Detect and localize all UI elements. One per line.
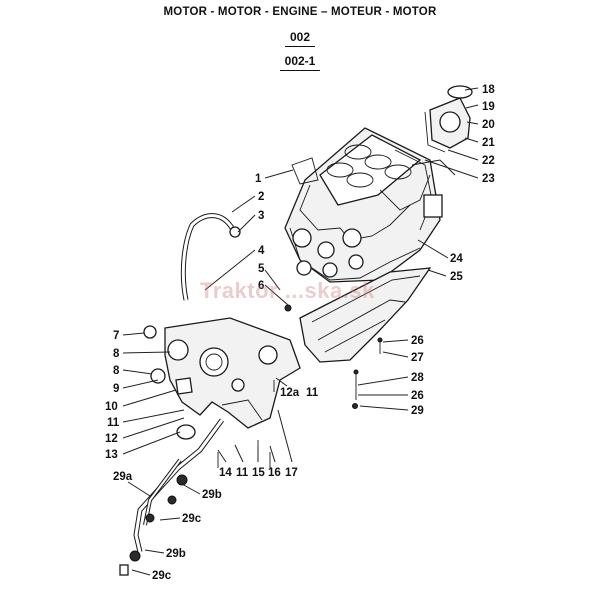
callout-10: 10 bbox=[105, 401, 118, 413]
callout-19: 19 bbox=[482, 101, 495, 113]
callout-8-lower: 8 bbox=[113, 365, 120, 377]
leader-lines bbox=[122, 87, 479, 576]
callout-29b-upper: 29b bbox=[202, 489, 222, 501]
subsection-code: 002-1 bbox=[284, 54, 316, 68]
callout-11-bottom: 11 bbox=[236, 467, 249, 479]
page-title: MOTOR - MOTOR - ENGINE – MOTEUR - MOTOR bbox=[163, 6, 437, 18]
callout-8-upper: 8 bbox=[113, 348, 120, 360]
callout-18: 18 bbox=[482, 84, 495, 96]
rear-cover-drawing bbox=[411, 85, 473, 176]
subcode-underline bbox=[280, 70, 320, 71]
callout-3: 3 bbox=[258, 210, 264, 222]
oil-pan-drawing bbox=[299, 267, 432, 363]
callout-6: 6 bbox=[258, 280, 264, 292]
callout-13: 13 bbox=[105, 449, 118, 461]
watermark-text: Traktor ...ska.sk bbox=[200, 278, 375, 303]
callout-29c-upper: 29c bbox=[182, 513, 202, 525]
callout-29a: 29a bbox=[113, 471, 133, 483]
callout-20: 20 bbox=[482, 119, 495, 131]
callout-28: 28 bbox=[411, 372, 424, 384]
callout-21: 21 bbox=[482, 137, 495, 149]
callout-2: 2 bbox=[258, 191, 264, 203]
callout-29: 29 bbox=[411, 405, 424, 417]
callout-26-lower: 26 bbox=[411, 390, 424, 402]
callout-15: 15 bbox=[252, 467, 265, 479]
callout-4: 4 bbox=[258, 245, 265, 257]
section-code: 002 bbox=[289, 30, 311, 44]
callout-5: 5 bbox=[258, 263, 265, 275]
timing-cover-drawing bbox=[143, 317, 301, 440]
callout-26-upper: 26 bbox=[411, 335, 424, 347]
callout-12a: 12a bbox=[280, 387, 300, 399]
code-underline bbox=[285, 46, 315, 47]
callout-7: 7 bbox=[113, 330, 119, 342]
callout-22: 22 bbox=[482, 155, 495, 167]
callout-labels: 1 2 3 4 5 6 7 8 8 9 10 11 12 13 12a 11 1… bbox=[105, 84, 495, 582]
oil-pipe-drawing bbox=[119, 418, 225, 576]
callout-11-right: 11 bbox=[306, 387, 319, 399]
callout-16: 16 bbox=[268, 467, 281, 479]
callout-14: 14 bbox=[219, 467, 232, 479]
callout-1: 1 bbox=[255, 173, 262, 185]
callout-11-left: 11 bbox=[107, 417, 120, 429]
callout-23: 23 bbox=[482, 173, 495, 185]
callout-9: 9 bbox=[113, 383, 119, 395]
callout-27: 27 bbox=[411, 352, 424, 364]
callout-12: 12 bbox=[105, 433, 118, 445]
callout-29b-lower: 29b bbox=[166, 548, 186, 560]
callout-29c-lower: 29c bbox=[152, 570, 172, 582]
engine-block-drawing bbox=[284, 127, 443, 283]
callout-25: 25 bbox=[450, 271, 463, 283]
callout-17: 17 bbox=[285, 467, 298, 479]
callout-24: 24 bbox=[450, 253, 463, 265]
